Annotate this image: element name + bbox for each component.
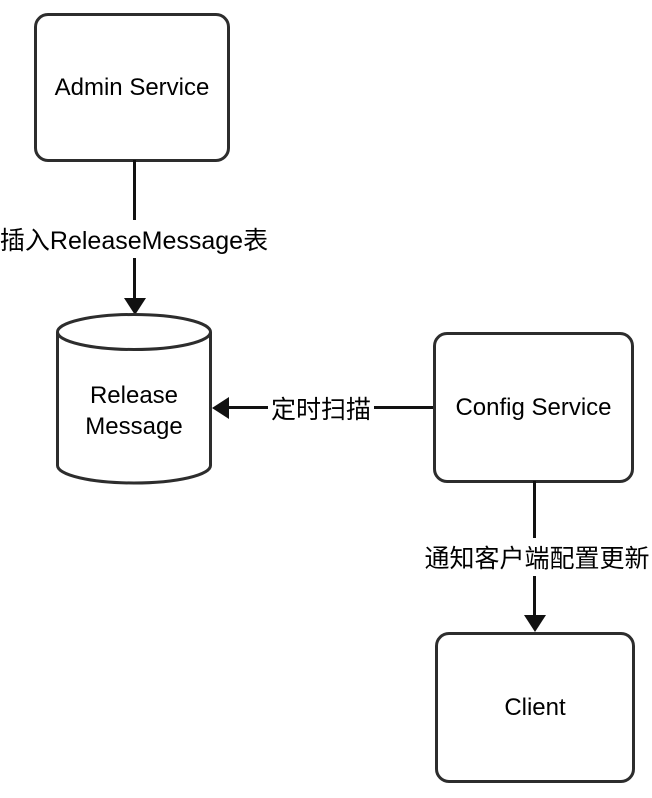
edge-label-scheduled-scan: 定时扫描 — [267, 389, 375, 427]
edge-label-insert-releasemessage: 插入ReleaseMessage表 — [0, 220, 272, 258]
cylinder-body — [56, 332, 212, 485]
arrow-down-icon — [524, 615, 546, 632]
arrow-left-icon — [212, 397, 229, 419]
node-admin-service-label: Admin Service — [54, 73, 210, 101]
node-client-label: Client — [504, 693, 566, 721]
arrow-down-icon — [124, 298, 146, 315]
node-config-service-label: Config Service — [455, 393, 612, 421]
node-admin-service: Admin Service — [34, 13, 230, 162]
node-client: Client — [435, 632, 635, 783]
node-release-message-label: Release Message — [85, 382, 183, 440]
edge-label-notify-client-update: 通知客户端配置更新 — [421, 538, 652, 576]
database-cylinder-icon — [56, 313, 212, 485]
node-config-service: Config Service — [433, 332, 634, 483]
cylinder-top — [56, 313, 212, 351]
